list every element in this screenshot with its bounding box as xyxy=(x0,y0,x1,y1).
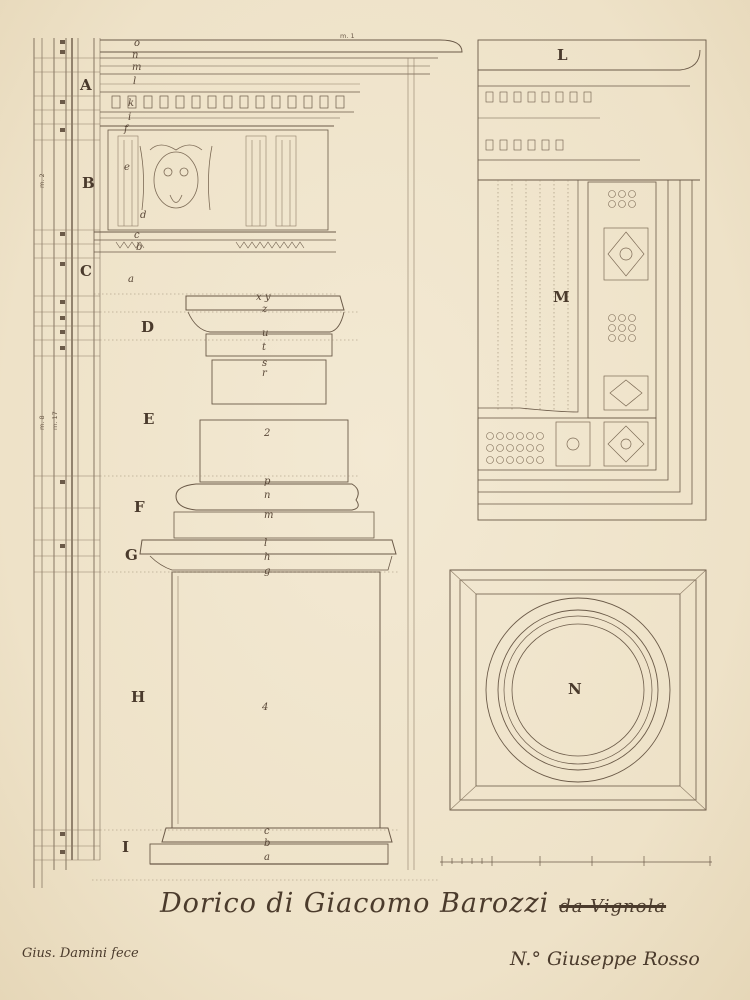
label-L: L xyxy=(557,46,568,64)
label-D: D xyxy=(141,318,154,336)
svg-text:h: h xyxy=(264,552,270,563)
label-F: F xyxy=(134,498,145,516)
label-B: B xyxy=(82,174,95,192)
bucranium-ornament xyxy=(139,144,213,211)
svg-text:n: n xyxy=(264,490,270,501)
svg-text:k: k xyxy=(128,98,134,109)
svg-text:o: o xyxy=(134,38,140,49)
label-G: G xyxy=(125,546,138,564)
svg-text:2: 2 xyxy=(263,428,270,439)
label-H: H xyxy=(131,688,145,706)
svg-text:a: a xyxy=(128,274,134,285)
svg-text:p: p xyxy=(264,476,271,487)
svg-text:x y: x y xyxy=(256,292,271,303)
label-M: M xyxy=(553,288,570,306)
title-struck: da Vignola xyxy=(559,896,667,917)
dim-m8: m. 8 xyxy=(38,415,46,430)
draftsman-credit: Gius. Damini fece xyxy=(22,946,139,961)
svg-text:e: e xyxy=(124,162,130,173)
signature: N.° Giuseppe Rosso xyxy=(510,948,700,970)
title-main: Dorico di Giacomo Barozzi xyxy=(160,888,550,919)
svg-text:l: l xyxy=(264,538,267,549)
dim-m2: m. 2 xyxy=(38,173,46,188)
svg-text:s: s xyxy=(262,358,267,369)
svg-text:f: f xyxy=(123,124,130,135)
svg-text:b: b xyxy=(136,242,142,253)
label-E: E xyxy=(143,410,154,428)
svg-text:i: i xyxy=(128,112,131,123)
svg-text:m: m xyxy=(132,62,141,73)
svg-text:u: u xyxy=(262,328,268,339)
base-plan xyxy=(440,569,712,866)
svg-text:a: a xyxy=(264,852,270,863)
drawing-title: Dorico di Giacomo Barozzi da Vignola xyxy=(160,888,665,919)
svg-text:z: z xyxy=(261,304,268,315)
svg-text:g: g xyxy=(264,566,270,577)
svg-text:l: l xyxy=(133,76,136,87)
doric-order-elevation xyxy=(92,39,463,881)
dim-m1: m. 1 xyxy=(340,32,355,40)
svg-text:b: b xyxy=(264,838,270,849)
measuring-scales: m. 2 m. 8 m. 17 xyxy=(33,38,101,888)
svg-text:c: c xyxy=(134,230,140,241)
dim-m17: m. 17 xyxy=(51,411,59,430)
svg-text:4: 4 xyxy=(261,702,268,713)
svg-text:n: n xyxy=(132,50,138,61)
soffit-plan xyxy=(477,39,707,521)
label-I: I xyxy=(122,838,129,856)
label-A: A xyxy=(79,76,92,94)
svg-text:c: c xyxy=(264,826,270,837)
svg-text:r: r xyxy=(262,368,268,379)
label-C: C xyxy=(80,262,92,280)
svg-text:d: d xyxy=(140,210,146,221)
svg-text:m: m xyxy=(264,510,273,521)
section-labels: A B C D E F G H I L M N xyxy=(79,46,582,856)
moulding-letters: o n m l k i f e d c b a x y z u t s r 2 … xyxy=(123,38,273,863)
svg-text:t: t xyxy=(262,342,267,353)
label-N: N xyxy=(568,680,582,698)
